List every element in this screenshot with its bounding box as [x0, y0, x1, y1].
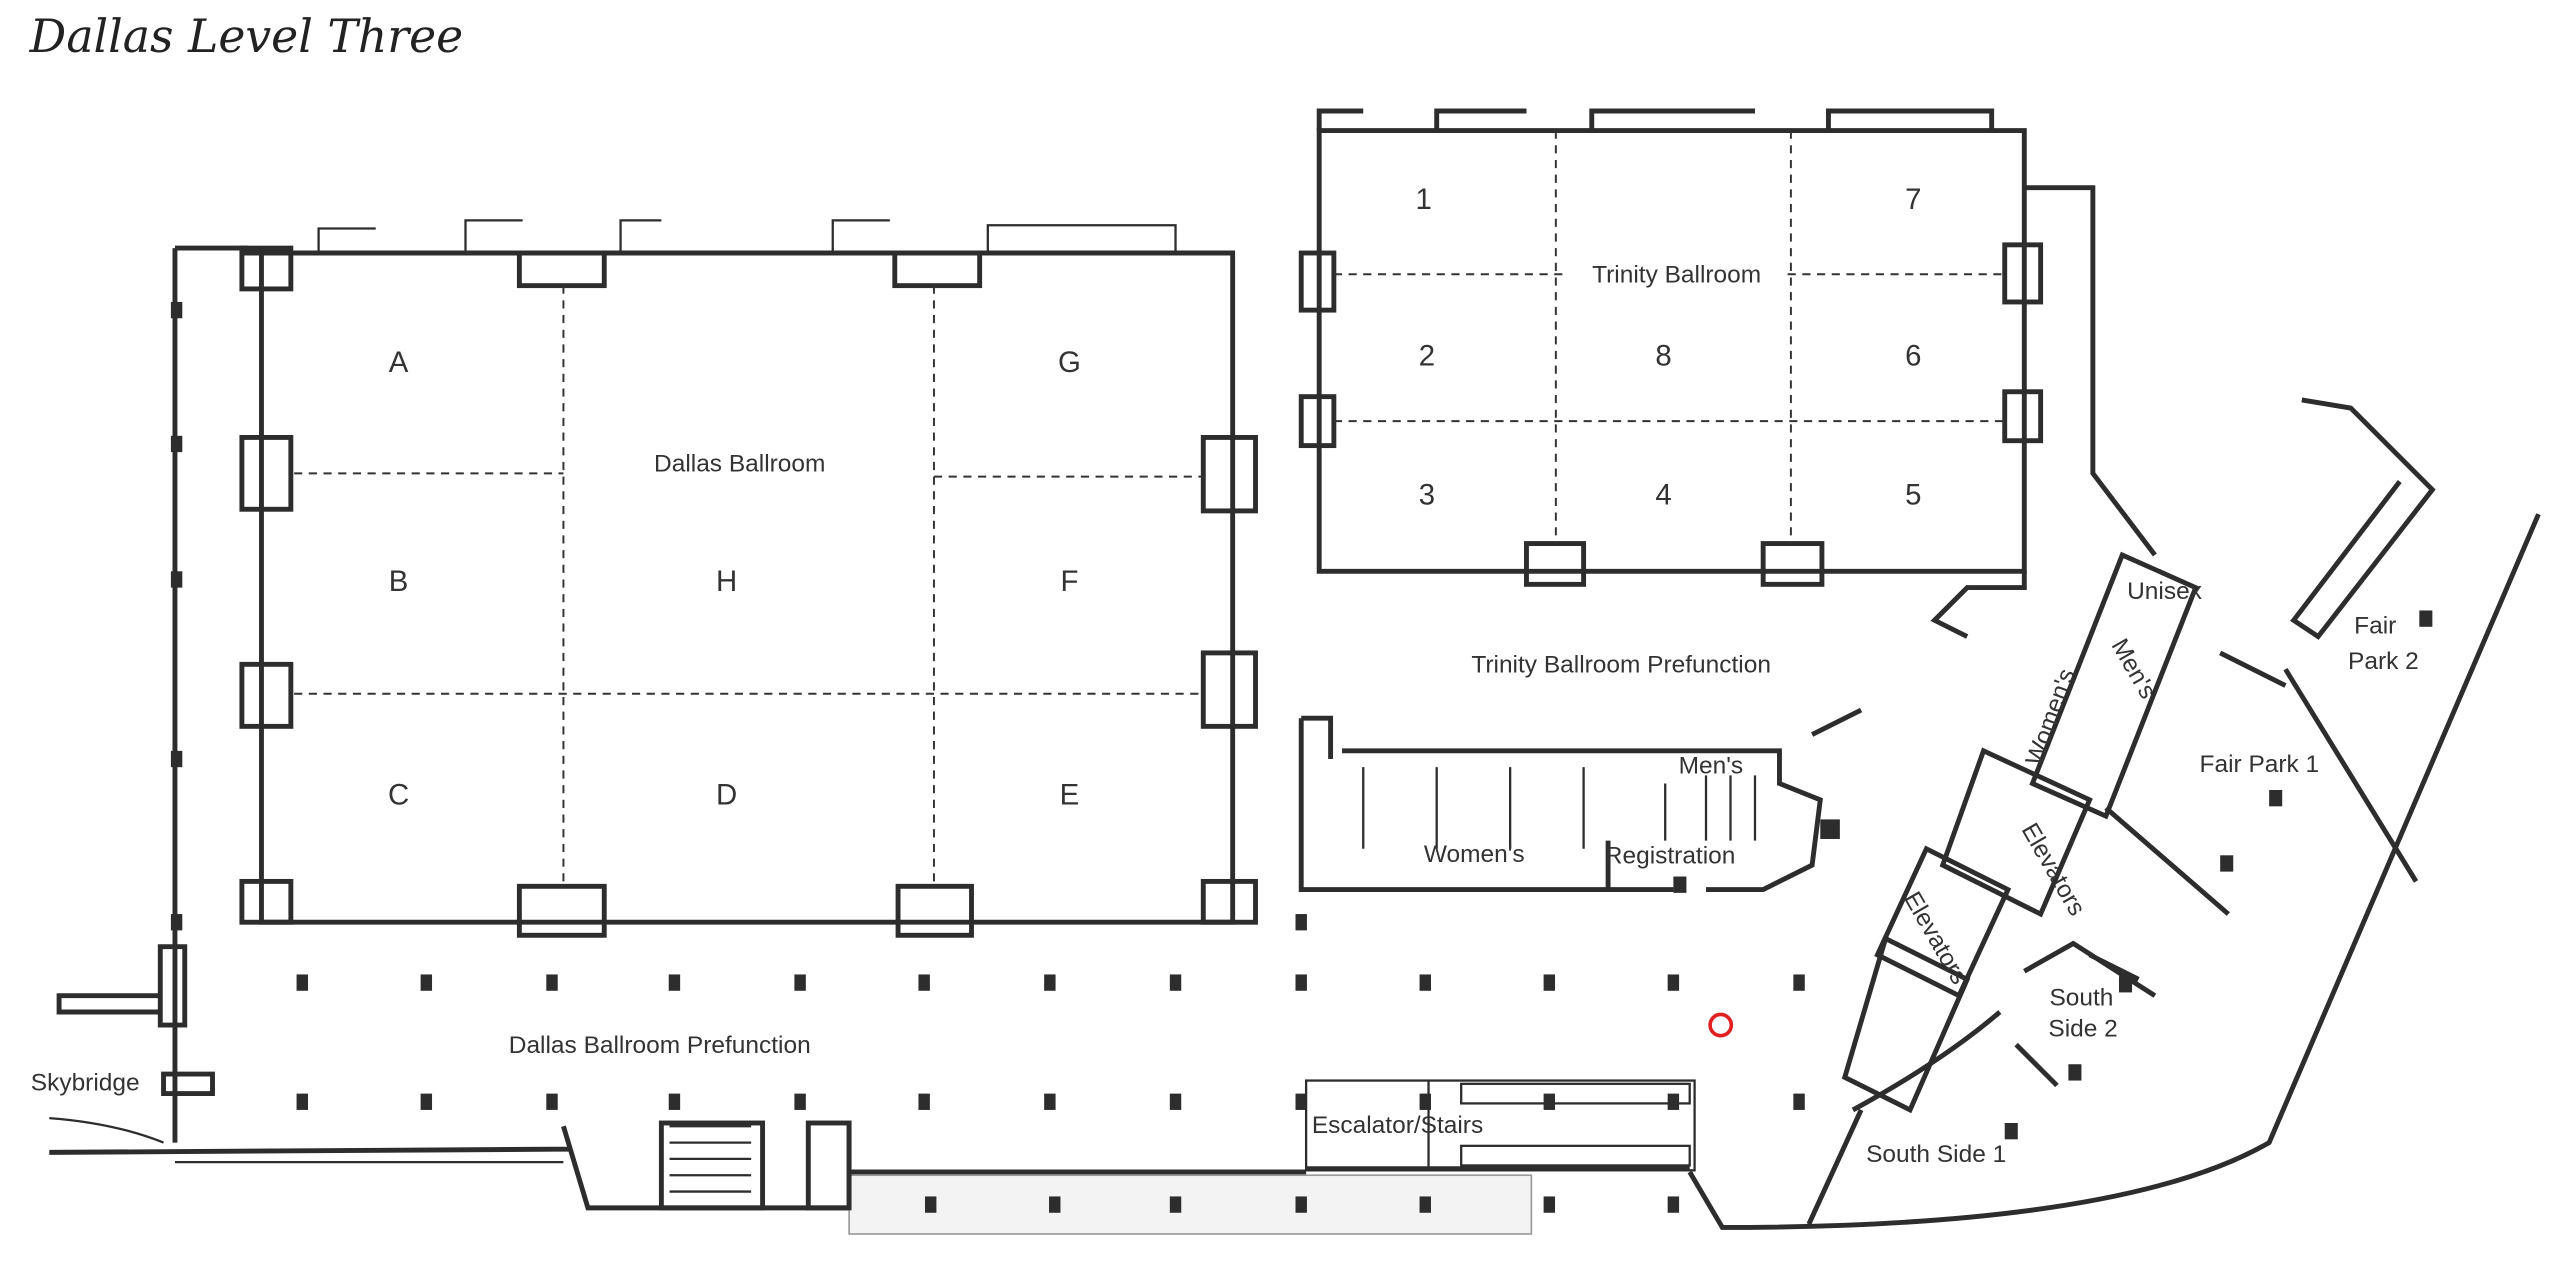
pillar	[296, 974, 308, 991]
dallas-ballroom-label: Dallas Ballroom	[654, 451, 825, 478]
pillar	[546, 1093, 558, 1110]
pillar	[296, 1093, 308, 1110]
registration-label[interactable]: Registration	[1605, 842, 1736, 869]
elevators-label-2: Elevators	[1898, 887, 1972, 989]
womens-restroom-2-label: Women's	[2021, 665, 2081, 769]
fair-park-2-label-line2[interactable]: Park 2	[2348, 648, 2419, 675]
pillar	[1793, 974, 1805, 991]
section-c: C	[388, 779, 409, 812]
pillar	[668, 1093, 681, 1110]
pillar	[420, 1093, 433, 1110]
section-1: 1	[1415, 183, 1431, 216]
pillar	[794, 974, 806, 991]
pillar	[1543, 974, 1556, 991]
pillars	[170, 301, 1805, 1213]
pillar	[170, 435, 183, 453]
pillar	[918, 974, 930, 991]
section-2: 2	[1419, 340, 1435, 373]
pillar	[170, 914, 183, 931]
pillar	[1667, 1196, 1680, 1213]
lower-area: Escalator/Stairs Dallas Ballroom Prefunc…	[31, 944, 1696, 1235]
section-3: 3	[1419, 478, 1435, 511]
pillar	[1667, 974, 1680, 991]
location-marker	[1708, 1012, 1734, 1038]
pillar	[1049, 1196, 1061, 1213]
south-side-1-label[interactable]: South Side 1	[1866, 1141, 2006, 1168]
pillar	[1543, 1196, 1556, 1213]
south-side-2-label-line2[interactable]: Side 2	[2048, 1015, 2117, 1042]
pillar	[794, 1093, 806, 1110]
section-8: 8	[1655, 340, 1671, 373]
page-title: Dallas Level Three	[29, 10, 463, 63]
pillar	[1543, 1093, 1556, 1110]
section-a: A	[389, 346, 409, 379]
pillar	[170, 750, 183, 768]
fair-park-2-label[interactable]: Fair	[2354, 612, 2396, 639]
pillar	[1419, 1093, 1431, 1110]
pillar	[1044, 974, 1056, 991]
trinity-ballroom-label: Trinity Ballroom	[1592, 261, 1761, 288]
east-rooms: Fair Park 2 Fair Park 1 South Side 2 Sou…	[1687, 397, 2541, 1230]
section-b: B	[389, 565, 409, 598]
pillar	[1295, 974, 1307, 991]
elevator-core: Elevators Elevators Unisex Men's Women's	[1841, 551, 2202, 1114]
pillar	[1295, 1093, 1307, 1110]
section-7: 7	[1905, 183, 1921, 216]
section-6: 6	[1905, 340, 1921, 373]
pillar	[1169, 974, 1182, 991]
section-d: D	[716, 779, 737, 812]
womens-restroom-label: Women's	[1424, 841, 1525, 868]
pillar	[924, 1196, 937, 1213]
pillar	[1044, 1093, 1056, 1110]
south-side-2-label[interactable]: South	[2049, 984, 2113, 1011]
section-e: E	[1060, 779, 1080, 812]
section-4: 4	[1655, 478, 1671, 511]
pillar	[1419, 1196, 1431, 1213]
pillar	[1295, 914, 1307, 931]
section-f: F	[1060, 565, 1078, 598]
skybridge-label[interactable]: Skybridge	[31, 1069, 140, 1096]
restroom-block: Women's Men's Registration	[1298, 707, 1863, 893]
mens-restroom-label: Men's	[1679, 753, 1744, 780]
unisex-label: Unisex	[2127, 578, 2202, 605]
pillar	[1793, 1093, 1805, 1110]
dallas-prefunction-label[interactable]: Dallas Ballroom Prefunction	[509, 1032, 811, 1059]
section-h: H	[716, 565, 737, 598]
pillar	[1169, 1196, 1182, 1213]
section-g: G	[1058, 346, 1081, 379]
pillar	[1419, 974, 1431, 991]
pillar	[546, 974, 558, 991]
pillar	[1667, 1093, 1680, 1110]
dallas-ballroom[interactable]: A B C D E F G H Dallas Ballroom	[172, 219, 1258, 1143]
pillar	[668, 974, 681, 991]
mens-restroom-2-label: Men's	[2106, 634, 2162, 703]
fair-park-1-label[interactable]: Fair Park 1	[2200, 751, 2320, 778]
pillar	[420, 974, 433, 991]
pillar	[918, 1093, 930, 1110]
trinity-prefunction-label[interactable]: Trinity Ballroom Prefunction	[1471, 651, 1771, 678]
pillar	[1295, 1196, 1307, 1213]
section-5: 5	[1905, 478, 1921, 511]
escalator-stairs-label[interactable]: Escalator/Stairs	[1312, 1112, 1483, 1139]
trinity-ballroom[interactable]: 1 2 3 4 5 6 7 8 Trinity Ballroom	[1298, 108, 2157, 639]
pillar	[1169, 1093, 1182, 1110]
pillar	[170, 301, 183, 319]
pillar	[170, 571, 183, 588]
